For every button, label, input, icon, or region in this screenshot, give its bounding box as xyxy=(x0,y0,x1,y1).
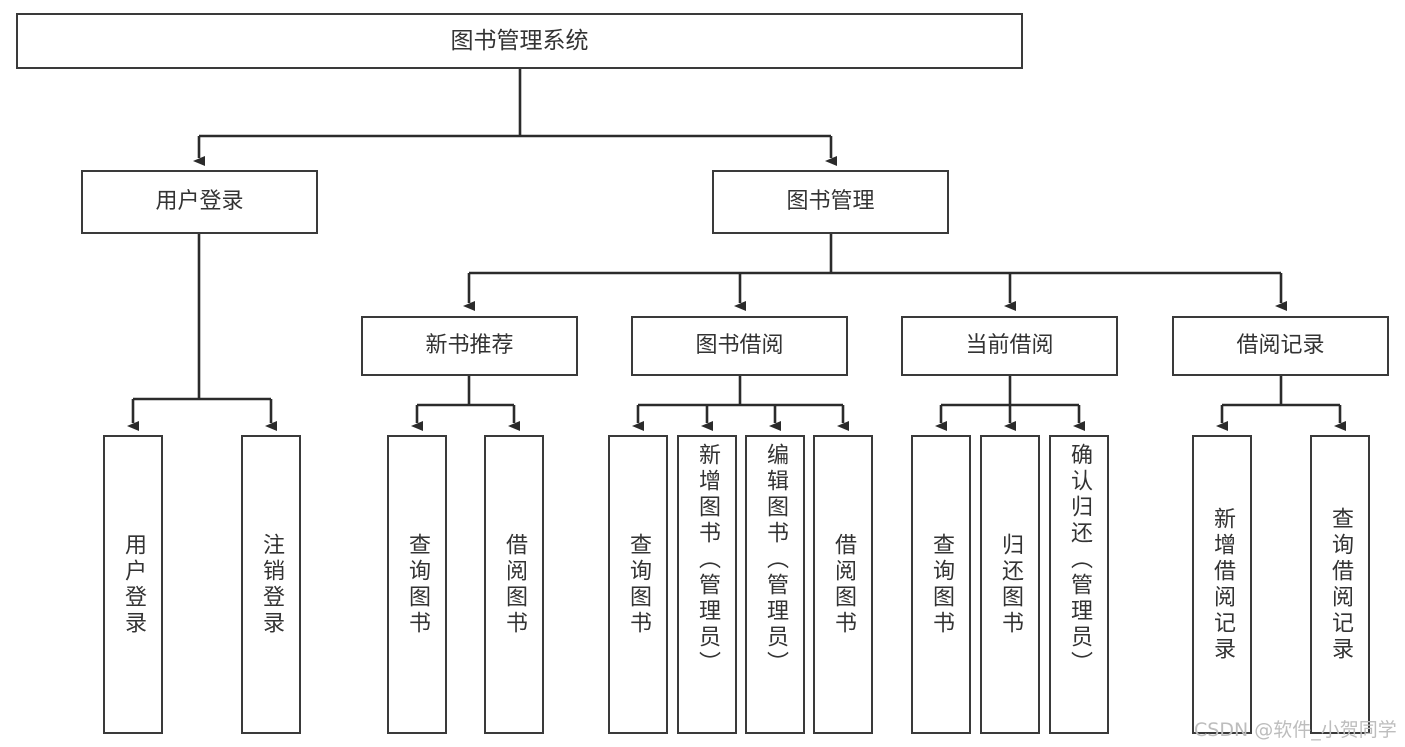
node-label: 确认归还（管理员） xyxy=(1067,443,1092,677)
leaf-query-books-recommend[interactable]: 查询图书 xyxy=(387,435,447,734)
leaf-query-books-borrow[interactable]: 查询图书 xyxy=(608,435,668,734)
node-label: 查询图书 xyxy=(626,532,651,637)
node-root-library-management-system[interactable]: 图书管理系统 xyxy=(16,13,1023,69)
node-label: 注销登录 xyxy=(259,532,284,637)
node-label: 查询图书 xyxy=(405,532,430,637)
leaf-confirm-return-admin[interactable]: 确认归还（管理员） xyxy=(1049,435,1109,734)
leaf-user-login[interactable]: 用户登录 xyxy=(103,435,163,734)
leaf-add-book-admin[interactable]: 新增图书（管理员） xyxy=(677,435,737,734)
leaf-borrow-books-recommend[interactable]: 借阅图书 xyxy=(484,435,544,734)
node-label: 新增借阅记录 xyxy=(1210,506,1235,663)
node-new-book-recommendation[interactable]: 新书推荐 xyxy=(361,316,578,376)
node-label: 查询借阅记录 xyxy=(1328,506,1353,663)
node-label: 图书借阅 xyxy=(695,333,784,358)
leaf-borrow-books[interactable]: 借阅图书 xyxy=(813,435,873,734)
node-label: 借阅记录 xyxy=(1236,333,1325,358)
node-label: 归还图书 xyxy=(998,532,1023,637)
node-label: 新增图书（管理员） xyxy=(695,443,720,677)
leaf-add-borrow-record[interactable]: 新增借阅记录 xyxy=(1192,435,1252,734)
leaf-query-books-current[interactable]: 查询图书 xyxy=(911,435,971,734)
leaf-query-borrow-record[interactable]: 查询借阅记录 xyxy=(1310,435,1370,734)
node-book-management[interactable]: 图书管理 xyxy=(712,170,949,234)
node-label: 图书管理 xyxy=(786,189,875,214)
node-borrow-records[interactable]: 借阅记录 xyxy=(1172,316,1389,376)
node-label: 编辑图书（管理员） xyxy=(763,443,788,677)
node-book-borrowing[interactable]: 图书借阅 xyxy=(631,316,848,376)
leaf-logout[interactable]: 注销登录 xyxy=(241,435,301,734)
node-label: 查询图书 xyxy=(929,532,954,637)
node-label: 借阅图书 xyxy=(502,532,527,637)
leaf-edit-book-admin[interactable]: 编辑图书（管理员） xyxy=(745,435,805,734)
node-label: 新书推荐 xyxy=(425,333,514,358)
node-user-login[interactable]: 用户登录 xyxy=(81,170,318,234)
node-label: 借阅图书 xyxy=(831,532,856,637)
node-label: 图书管理系统 xyxy=(450,27,589,54)
leaf-return-books[interactable]: 归还图书 xyxy=(980,435,1040,734)
node-label: 当前借阅 xyxy=(965,333,1054,358)
node-label: 用户登录 xyxy=(155,189,244,214)
node-label: 用户登录 xyxy=(121,532,146,637)
node-current-borrowing[interactable]: 当前借阅 xyxy=(901,316,1118,376)
